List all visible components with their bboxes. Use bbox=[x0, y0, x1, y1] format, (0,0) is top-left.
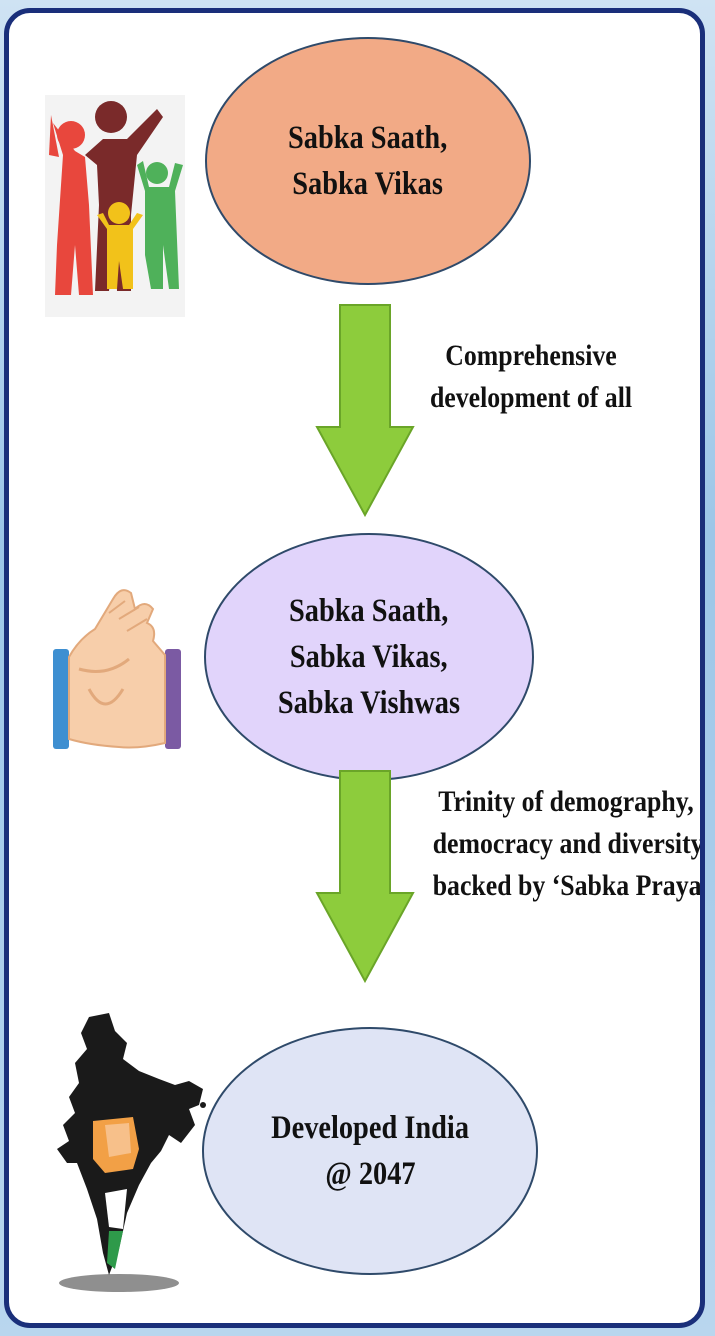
arrow-2 bbox=[315, 770, 415, 983]
edge-label-1: Comprehensive development of all bbox=[413, 335, 649, 419]
node-1-line-2: Sabka Vikas bbox=[292, 166, 444, 202]
handshake-icon bbox=[53, 589, 181, 749]
family-icon bbox=[45, 95, 185, 317]
node-2-line-2: Sabka Vikas, bbox=[290, 639, 448, 675]
edge-2-line-1: Trinity of demography, bbox=[438, 785, 694, 818]
edge-1-line-1: Comprehensive bbox=[445, 339, 617, 372]
edge-label-2: Trinity of demography, democracy and div… bbox=[411, 781, 705, 907]
arrow-1 bbox=[315, 304, 415, 517]
node-developed-india: Developed India @ 2047 bbox=[202, 1027, 538, 1275]
node-3-line-1: Developed India bbox=[271, 1110, 469, 1146]
diagram-frame: Sabka Saath, Sabka Vikas Comprehensive d… bbox=[4, 8, 705, 1328]
node-3-line-2: @ 2047 bbox=[324, 1156, 416, 1192]
node-sabka-saath-vikas-vishwas: Sabka Saath, Sabka Vikas, Sabka Vishwas bbox=[204, 533, 534, 781]
india-map-icon bbox=[57, 1013, 206, 1292]
node-sabka-saath-vikas: Sabka Saath, Sabka Vikas bbox=[205, 37, 531, 285]
node-1-line-1: Sabka Saath, bbox=[288, 120, 448, 156]
edge-2-line-2: democracy and diversity, bbox=[432, 827, 705, 860]
node-2-line-3: Sabka Vishwas bbox=[277, 685, 461, 721]
edge-2-line-3: backed by ‘Sabka Prayas’ bbox=[432, 869, 705, 902]
edge-1-line-2: development of all bbox=[429, 381, 633, 414]
node-2-line-1: Sabka Saath, bbox=[289, 593, 449, 629]
